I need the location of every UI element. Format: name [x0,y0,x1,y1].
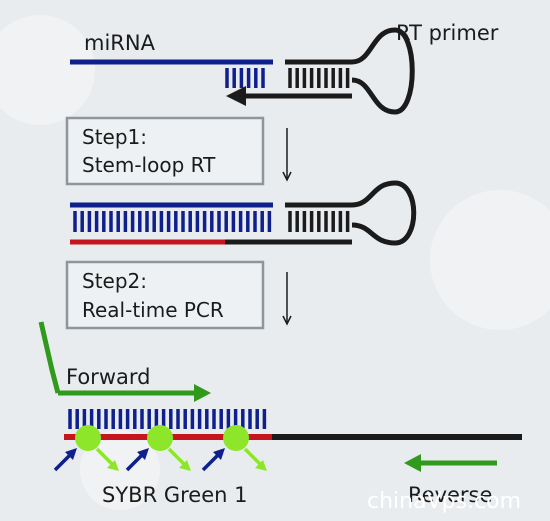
sybr-dye-molecule-icon [147,425,173,451]
rt-extension-arrowhead [226,86,246,106]
step1-subtitle: Stem-loop RT [82,153,216,177]
emission-arrow-icon [167,447,186,466]
sybr-dye-molecule-icon [223,425,249,451]
stem-loop-2 [285,180,417,246]
sybr-dye-group [53,425,267,472]
background-decoration [0,15,550,510]
emission-arrow-icon [95,447,114,466]
step2-title: Step2: [82,269,147,293]
excitation-arrowhead [137,448,149,460]
excitation-arrowhead [213,448,225,460]
primer-ticks-black [288,68,350,88]
emission-arrowhead [179,460,191,471]
section-pcr: Forward SYBR Green 1 Reverse [38,321,522,507]
step1-box: Step1: Stem-loop RT [65,116,265,186]
cdna-ticks-blue [73,211,272,232]
step2-box: Step2: Real-time PCR [65,260,265,330]
watermark-text: chinaVps.com [367,489,521,514]
sybr-dye [125,425,191,472]
emission-arrow-icon [243,447,262,466]
sybr-dye [53,425,119,472]
section-cdna [70,180,417,246]
sybr-dye-molecule-icon [75,425,101,451]
label-reverse: Reverse [408,483,492,507]
label-forward: Forward [66,365,150,389]
stem-loop [285,27,415,115]
forward-arrowhead [194,384,211,402]
cdna-ticks-black [288,211,350,232]
primer-ticks-blue [225,68,265,88]
sybr-dye [201,425,267,472]
reverse-arrowhead [404,454,421,472]
step2-arrow [282,272,292,326]
excitation-arrowhead [65,448,77,460]
step1-arrow [282,128,292,182]
label-sybr: SYBR Green 1 [102,483,247,507]
emission-arrowhead [107,460,119,471]
step2-subtitle: Real-time PCR [82,298,224,322]
emission-arrowhead [255,460,267,471]
forward-primer-tail [38,321,61,394]
label-mirna: miRNA [84,31,156,55]
label-rt-primer: RT primer [396,21,499,45]
step1-title: Step1: [82,125,147,149]
section-rt-primer: miRNA RT primer [70,21,499,115]
